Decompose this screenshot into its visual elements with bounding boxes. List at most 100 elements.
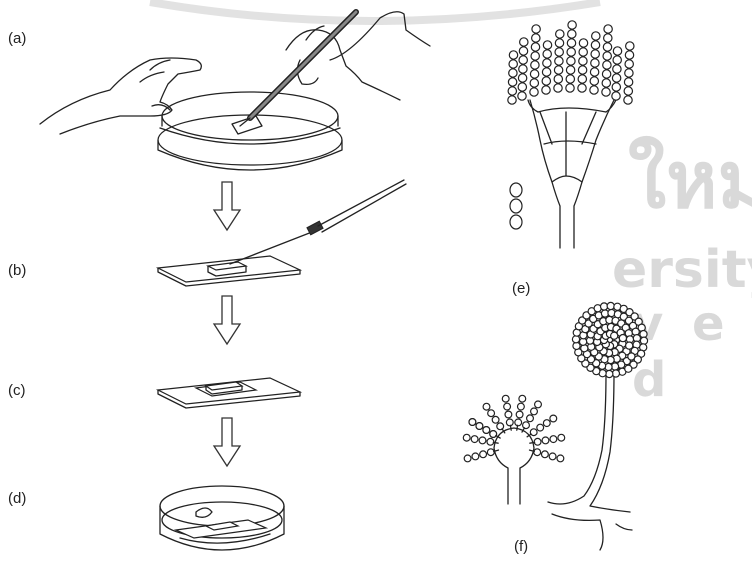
spore: [508, 78, 516, 86]
phialide: [517, 425, 518, 430]
conidiophore-f-small: [494, 428, 534, 504]
spore: [555, 39, 563, 47]
spore: [520, 38, 528, 46]
spore: [591, 41, 599, 49]
spore: [612, 83, 620, 91]
spore: [531, 61, 539, 69]
slide-c: [158, 378, 300, 408]
spore: [508, 96, 516, 104]
spore: [530, 70, 538, 78]
spore: [523, 422, 530, 429]
arrow-a-to-b: [214, 182, 240, 230]
spore: [530, 79, 538, 87]
conidia-loose-e: [510, 183, 522, 229]
spore: [603, 43, 611, 51]
slide-b: [158, 180, 406, 286]
spore: [607, 302, 614, 309]
spore: [469, 419, 476, 426]
spore: [624, 78, 632, 86]
spore: [542, 77, 550, 85]
spore: [519, 395, 526, 402]
spore: [531, 43, 539, 51]
spore: [640, 337, 647, 344]
spore: [471, 436, 478, 443]
spore: [590, 77, 598, 85]
spore: [464, 455, 471, 462]
spore: [613, 47, 621, 55]
spore: [602, 79, 610, 87]
conidiophore-e: [528, 100, 616, 248]
spore: [550, 436, 557, 443]
spore: [625, 51, 633, 59]
spore: [509, 69, 517, 77]
spore: [531, 408, 538, 415]
spore: [502, 395, 509, 402]
spore: [519, 47, 527, 55]
spore: [625, 69, 633, 77]
spore: [506, 419, 513, 426]
spore: [542, 68, 550, 76]
spore: [550, 415, 557, 422]
spore: [542, 451, 549, 458]
spore: [463, 434, 470, 441]
spore: [572, 336, 579, 343]
spore: [591, 59, 599, 67]
spore: [554, 75, 562, 83]
panel-label-a: (a): [8, 30, 26, 47]
spore: [566, 75, 574, 83]
spore: [626, 42, 634, 50]
spore: [558, 434, 565, 441]
spore: [556, 30, 564, 38]
spore: [518, 74, 526, 82]
arrow-b-to-c: [214, 296, 240, 344]
spore: [490, 431, 497, 438]
spore: [508, 87, 516, 95]
spore: [567, 39, 575, 47]
spores-group: [463, 21, 647, 462]
watermark-top-ring: [150, 2, 600, 21]
spore: [612, 74, 620, 82]
spore: [557, 455, 564, 462]
spore: [566, 66, 574, 74]
spore: [519, 65, 527, 73]
spore: [542, 437, 549, 444]
spore: [624, 96, 632, 104]
spore: [567, 48, 575, 56]
panel-label-c: (c): [8, 382, 26, 399]
spore: [612, 92, 620, 100]
spore: [604, 34, 612, 42]
spore: [568, 21, 576, 29]
spore: [543, 50, 551, 58]
spore: [543, 420, 550, 427]
spore: [509, 60, 517, 68]
spore: [537, 424, 544, 431]
spore: [579, 48, 587, 56]
petri-dish-d: [160, 486, 284, 550]
spore: [531, 52, 539, 60]
spore: [487, 438, 494, 445]
spore: [555, 48, 563, 56]
spore: [483, 427, 490, 434]
spore: [476, 423, 483, 430]
spore: [592, 32, 600, 40]
spore: [542, 86, 550, 94]
spore: [578, 66, 586, 74]
conidiophore-f-large: [548, 358, 632, 550]
spore: [532, 25, 540, 33]
phialide: [510, 425, 511, 430]
spore: [624, 87, 632, 95]
spore: [530, 88, 538, 96]
arrow-c-to-d: [214, 418, 240, 466]
spore: [472, 453, 479, 460]
spore: [625, 365, 632, 372]
spore: [554, 84, 562, 92]
spore: [504, 403, 511, 410]
hand-left: [40, 58, 201, 134]
spore: [603, 52, 611, 60]
spore: [483, 403, 490, 410]
spore: [532, 34, 540, 42]
spore: [488, 410, 495, 417]
spore: [625, 60, 633, 68]
spore: [534, 438, 541, 445]
